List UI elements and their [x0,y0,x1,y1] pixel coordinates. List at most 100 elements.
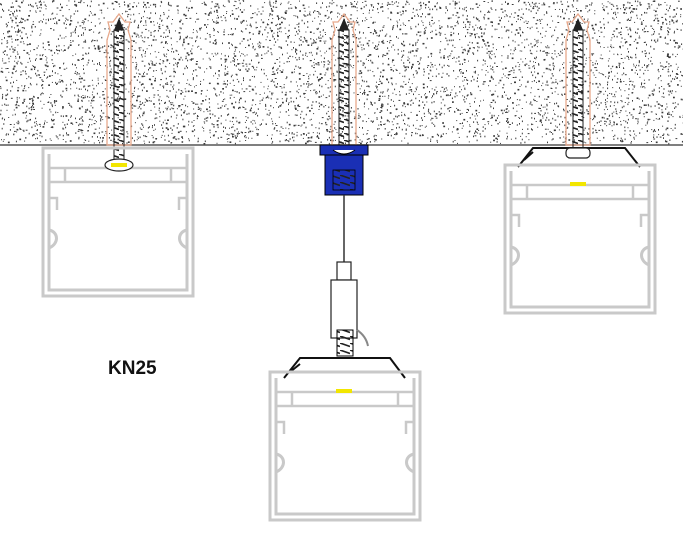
speckle [143,6,144,8]
speckle [327,68,329,71]
speckle [74,64,76,66]
speckle [294,34,296,36]
speckle [560,50,562,53]
speckle [182,137,184,139]
speckle [341,6,343,8]
speckle [35,10,37,12]
speckle [406,1,409,3]
speckle [607,12,609,15]
speckle [228,113,230,116]
speckle [142,40,144,42]
speckle [244,108,247,110]
speckle [209,109,211,112]
speckle [286,134,288,136]
speckle [25,117,27,119]
speckle [478,36,480,39]
speckle [81,116,83,118]
speckle [163,46,165,48]
speckle [142,16,144,18]
speckle [507,105,509,107]
speckle [364,0,367,2]
speckle [554,119,557,121]
speckle [540,32,542,35]
speckle [459,69,460,72]
speckle [418,67,420,70]
speckle [556,1,558,4]
speckle [415,44,417,46]
speckle [670,65,672,67]
speckle [91,94,93,96]
speckle [286,52,288,54]
speckle [421,125,423,127]
speckle [311,104,313,107]
speckle [98,127,100,129]
speckle [522,61,524,63]
speckle [351,48,353,51]
speckle [451,97,453,100]
speckle [303,7,306,9]
speckle [569,100,571,102]
speckle [468,26,470,28]
speckle [599,21,601,23]
speckle [669,74,671,77]
speckle [17,87,20,89]
speckle [483,81,485,83]
speckle [195,63,198,65]
speckle [622,45,624,47]
speckle [175,96,176,99]
speckle [454,1,456,3]
speckle [7,93,9,96]
speckle [401,85,403,87]
speckle [325,97,328,99]
speckle [302,137,304,139]
speckle [661,115,663,117]
speckle [317,62,320,64]
speckle [92,91,94,93]
speckle [617,78,619,80]
speckle [180,56,182,59]
speckle [268,114,270,116]
speckle [166,82,168,84]
speckle [674,107,676,109]
speckle [537,72,539,75]
speckle [620,41,622,43]
speckle [339,13,341,15]
speckle [240,21,242,23]
speckle [672,70,673,73]
speckle [209,129,211,132]
speckle [629,44,632,46]
speckle [271,120,273,122]
speckle [363,80,365,83]
speckle [189,17,192,19]
speckle [101,116,103,118]
speckle [534,57,536,59]
speckle [646,122,648,124]
speckle [124,98,127,100]
speckle [325,40,327,42]
speckle [143,111,145,113]
speckle [676,68,678,70]
speckle [8,71,10,73]
speckle [295,65,297,68]
speckle [240,131,242,134]
speckle [621,106,623,109]
speckle [635,66,637,69]
speckle [41,107,43,109]
speckle [358,24,360,26]
speckle [197,140,199,143]
speckle [406,0,408,3]
speckle [602,8,605,11]
speckle [583,18,585,21]
speckle [325,124,328,126]
speckle [566,99,568,100]
speckle [608,65,610,67]
speckle [677,29,679,30]
speckle [281,21,283,24]
speckle [531,117,533,119]
speckle [394,104,396,107]
speckle [433,93,435,96]
speckle [285,127,287,129]
speckle [162,62,164,64]
speckle [525,85,527,88]
speckle [304,38,306,40]
